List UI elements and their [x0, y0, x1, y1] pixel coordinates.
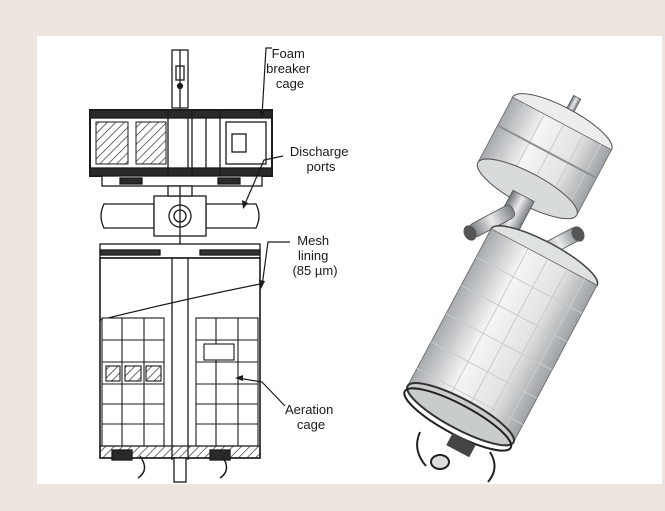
base-drawing: [99, 445, 261, 483]
svg-text:Foam breaker c: Foam breaker cage: [266, 46, 314, 91]
photo-bottom-fittings: [416, 431, 496, 483]
device-photo: [403, 93, 613, 483]
leader-lines: [235, 47, 290, 407]
diagram-labels: Foam breaker cage Discharge ports Mesh l…: [266, 46, 352, 432]
cross-section-drawing: [89, 47, 290, 483]
label-foam-line1: Foam: [272, 46, 305, 61]
photo-mesh-body: [403, 225, 599, 452]
label-mesh-line2: lining: [298, 248, 328, 263]
label-aeration-line1: Aeration: [285, 402, 333, 417]
label-mesh-line1: Mesh: [297, 233, 329, 248]
label-foam-line3: cage: [276, 76, 304, 91]
label-mesh-line3: (85 µm): [292, 263, 337, 278]
svg-text:Discharge ports: Discharge ports: [290, 144, 352, 174]
aeration-cage-drawing: [101, 317, 259, 447]
label-discharge-line1: Discharge: [290, 144, 349, 159]
label-discharge-line2: ports: [307, 159, 336, 174]
svg-text:Mesh lining (8: Mesh lining (85 µm): [292, 233, 337, 278]
discharge-ports-drawing: [100, 185, 260, 246]
label-aeration-line2: cage: [297, 417, 325, 432]
svg-text:Aeration cage: Aeration cage: [285, 402, 337, 432]
label-foam-line2: breaker: [266, 61, 311, 76]
foam-breaker-cage-drawing: [89, 109, 273, 187]
